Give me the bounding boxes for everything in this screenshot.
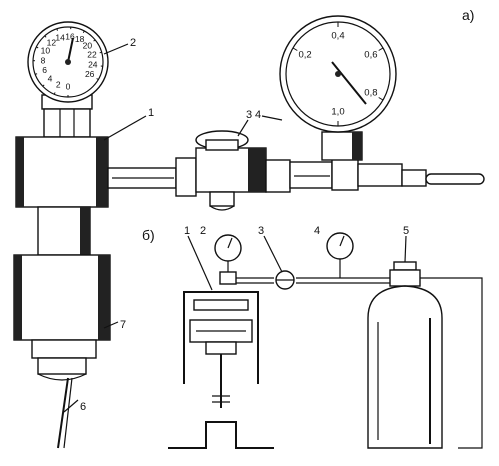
lower-collar xyxy=(31,339,97,359)
gauge-right-hub xyxy=(335,71,341,77)
panel-b-label: б) xyxy=(142,227,155,243)
panel-a-label: а) xyxy=(462,7,474,23)
gauge-left-hub xyxy=(65,59,71,65)
panel-b-callouts: 1 2 3 4 5 xyxy=(184,225,409,291)
gauge-scale-label: 0,6 xyxy=(364,50,377,61)
schematic-line xyxy=(236,232,392,290)
press-base xyxy=(168,421,274,449)
gas-cylinder xyxy=(367,261,483,449)
upper-cylinder-shadow xyxy=(96,137,108,207)
gauge-scale-label: 24 xyxy=(88,59,98,69)
gauge-scale-label: 0,2 xyxy=(298,50,311,61)
valve-3 xyxy=(195,130,249,211)
lower-cylinder xyxy=(13,254,111,341)
gauge-scale-label: 0,8 xyxy=(364,88,377,99)
callout-b-2: 2 xyxy=(200,225,206,237)
press-frame xyxy=(183,291,259,384)
callout-a-1: 1 xyxy=(148,107,154,119)
press-body xyxy=(13,108,111,449)
gauge-tick xyxy=(292,47,298,51)
gauge-tick xyxy=(36,46,39,49)
gauge-tick xyxy=(44,35,47,38)
callout-a-7: 7 xyxy=(120,319,126,331)
cylinder-body xyxy=(367,285,443,449)
gauge-scale-label: 12 xyxy=(47,38,57,48)
gauge-tick xyxy=(35,73,38,75)
gauge-tick xyxy=(82,30,85,34)
pipe-right-section xyxy=(289,161,333,189)
callout-a-3: 3 xyxy=(246,109,252,121)
gauge-tick xyxy=(42,84,45,87)
callout-b-4: 4 xyxy=(314,225,320,237)
gauge-scale-label: 4 xyxy=(48,74,53,84)
panel-a-callouts: 1 2 3 4 6 7 xyxy=(63,37,283,413)
gauge-tick xyxy=(378,47,384,51)
gauge-right-scale: 1,0 0,8 0,6 0,4 0,2 xyxy=(298,31,377,118)
schematic-gauge-fitting xyxy=(219,271,237,285)
gauge-tick xyxy=(99,51,102,54)
upper-nut xyxy=(43,108,91,138)
callout-b-5: 5 xyxy=(403,225,409,237)
callout-b-3: 3 xyxy=(258,225,264,237)
press-top-plate xyxy=(193,299,249,311)
bottom-cap xyxy=(37,357,87,375)
gauge-tick xyxy=(53,92,56,95)
gauge-scale-label: 6 xyxy=(42,65,47,75)
gauge-tick xyxy=(56,28,58,31)
cylinder-stand xyxy=(420,277,483,449)
callout-a-4: 4 xyxy=(255,109,261,121)
horizontal-pipe xyxy=(107,147,485,197)
schematic-press xyxy=(168,234,274,449)
pipe-end-rod xyxy=(425,173,485,185)
gauge-scale-label: 26 xyxy=(85,69,95,79)
gauge-scale-label: 18 xyxy=(75,34,85,44)
gauge-scale-label: 8 xyxy=(41,55,46,65)
gauge-left-ticks xyxy=(32,27,103,97)
pressure-gauge-right: 1,0 0,8 0,6 0,4 0,2 xyxy=(279,15,397,161)
gauge-scale-label: 16 xyxy=(65,31,75,41)
cylinder-neck xyxy=(389,269,421,287)
cylinder-valve-top xyxy=(393,261,417,271)
bottom-cap-rim xyxy=(37,373,87,381)
gauge-scale-label: 1,0 xyxy=(331,107,344,118)
gauge-scale-label: 20 xyxy=(83,40,93,50)
gauge-tick xyxy=(93,39,96,42)
gauge-scale-label: 10 xyxy=(41,46,51,56)
gauge-left-needle xyxy=(67,37,74,63)
gauge-scale-label: 14 xyxy=(55,33,65,43)
lower-cylinder-shadow xyxy=(98,255,110,340)
gauge-right-needle xyxy=(331,61,367,105)
gauge-scale-label: 2 xyxy=(56,79,61,89)
gauge-scale-label: 22 xyxy=(87,49,97,59)
gauge-scale-label: 0,4 xyxy=(331,31,344,42)
gauge-tick xyxy=(96,78,99,80)
gauge-right-ticks xyxy=(292,22,384,126)
plunger-rod xyxy=(57,377,69,449)
gauge-scale-label: 0 xyxy=(66,81,71,91)
callout-a-2: 2 xyxy=(130,37,136,49)
valve-bottom-nut xyxy=(209,191,235,207)
gauge-tick xyxy=(378,97,384,101)
callout-a-6: 6 xyxy=(80,401,86,413)
upper-cylinder xyxy=(15,136,109,208)
callout-b-1: 1 xyxy=(184,225,190,237)
